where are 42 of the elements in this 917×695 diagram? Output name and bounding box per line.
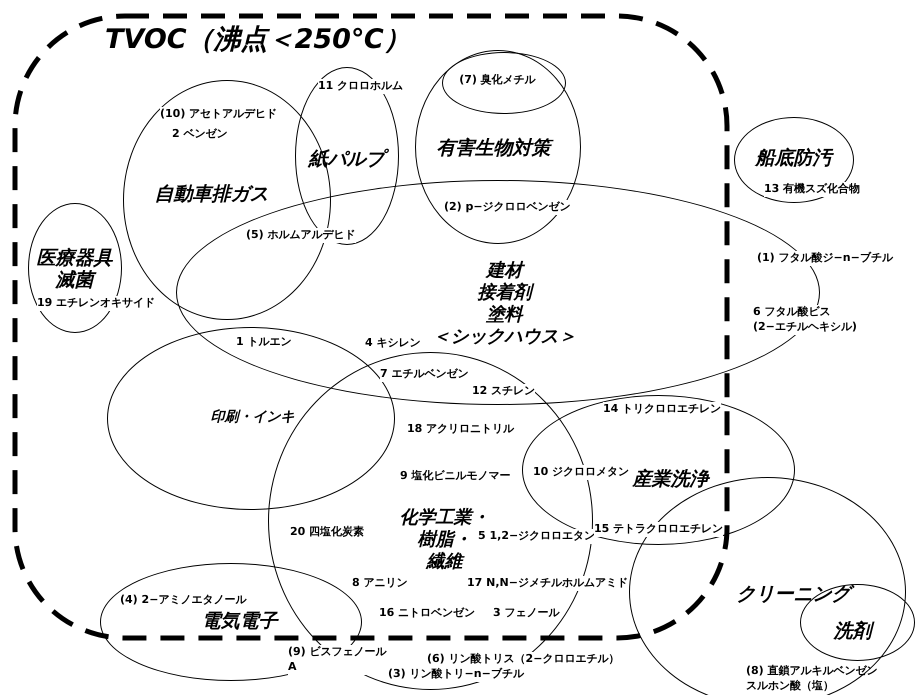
category-label: ＜シックハウス＞ [432,326,577,348]
category-label: 船底防汚 [756,146,832,170]
substance-label: 18 アクリロニトリル [407,422,514,437]
substance-label: (9) ビスフェノール A [288,645,388,675]
substance-label: 15 テトラクロロエチレン [594,522,724,537]
substance-label: (10) アセトアルデヒド [160,107,278,122]
category-label: 建材 [486,260,523,282]
category-label: 洗剤 [834,620,872,642]
category-label: 産業洗浄 [632,468,709,490]
substance-label: 10 ジクロロメタン [533,465,630,480]
category-label: 自動車排ガス [154,182,269,206]
substance-label: 7 エチルベンゼン [380,367,468,382]
substance-label: (8) 直鎖アルキルベンゼンスルホン酸（塩） [746,664,879,694]
category-label: 有害生物対策 [436,136,551,160]
substance-label: 9 塩化ビニルモノマー [400,469,510,484]
substance-label: 8 アニリン [352,576,408,591]
substance-label: (2) p−ジクロロベンゼン [444,200,571,215]
substance-label: 5 1,2−ジクロロエタン [478,529,596,544]
substance-label: 13 有機スズ化合物 [764,182,860,197]
category-label: 接着剤 [478,282,532,304]
category-label: 繊維 [426,550,463,572]
category-ellipse [442,52,566,114]
category-label: 医療器具滅菌 [36,246,114,292]
substance-label: 16 ニトロベンゼン [379,606,476,621]
substance-label: 20 四塩化炭素 [290,525,364,540]
category-label: 印刷・インキ [210,408,295,426]
category-label: 塗料 [486,304,523,326]
substance-label: 11 クロロホルム [318,79,404,94]
substance-label: (1) フタル酸ジ−n−ブチル [757,251,893,266]
substance-label: 1 トルエン [236,335,292,350]
substance-label: (3) リン酸トリ−n−ブチル [388,667,524,682]
category-label: 樹脂・ [418,528,472,550]
region-title: TVOC（沸点＜250℃） [105,24,411,56]
substance-label: 19 エチレンオキサイド [37,296,156,311]
category-label: (7) 臭化メチル [459,73,536,86]
substance-label: (4) 2−アミノエタノール [120,593,246,608]
substance-label: 17 N,N−ジメチルホルムアミド [467,576,628,591]
category-label: 電気電子 [202,610,278,632]
substance-label: 4 キシレン [365,336,420,351]
substance-label: 14 トリクロロエチレン [603,402,722,417]
substance-label: (5) ホルムアルデヒド [246,228,356,243]
category-label: 化学工業・ [400,506,490,528]
